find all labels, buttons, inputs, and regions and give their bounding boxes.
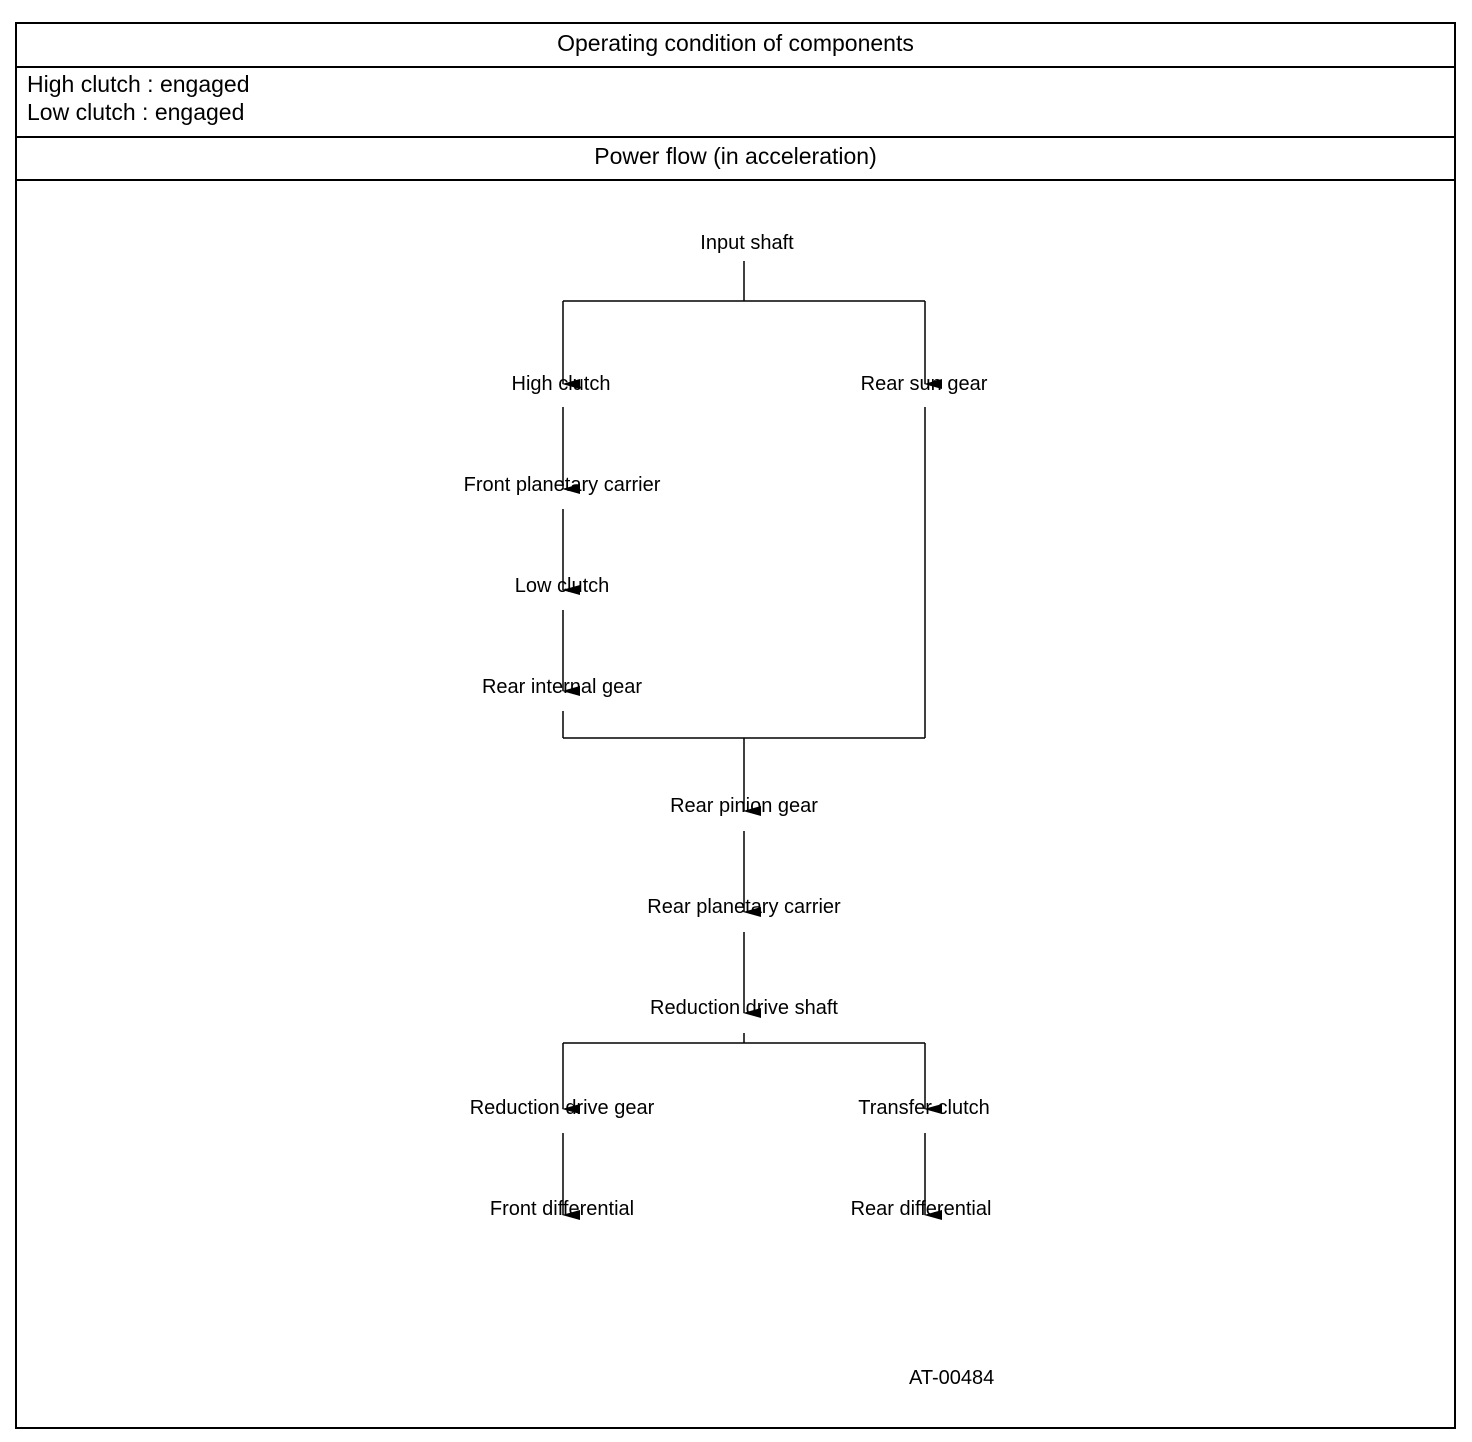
node-front-differential: Front differential xyxy=(489,1198,635,1220)
condition-high-clutch: High clutch : engaged xyxy=(27,71,250,97)
node-rear-internal-gear: Rear internal gear xyxy=(481,676,643,698)
node-front-planetary-carrier: Front planetary carrier xyxy=(463,474,661,496)
node-high-clutch: High clutch xyxy=(511,373,611,395)
node-transfer-clutch: Transfer clutch xyxy=(858,1097,990,1119)
components-title-text: Operating condition of components xyxy=(557,30,914,56)
node-low-clutch: Low clutch xyxy=(514,575,610,597)
node-rear-planetary-carrier: Rear planetary carrier xyxy=(647,896,841,918)
components-title: Operating condition of components xyxy=(17,24,1454,68)
condition-low-clutch: Low clutch : engaged xyxy=(27,99,245,125)
flow-connectors xyxy=(562,261,942,1220)
figure-id: AT-00484 xyxy=(909,1367,995,1389)
operating-conditions: High clutch : engaged Low clutch : engag… xyxy=(17,68,1454,138)
power-flow-title-text: Power flow (in acceleration) xyxy=(594,143,877,169)
node-input-shaft: Input shaft xyxy=(700,232,794,254)
power-flow-title: Power flow (in acceleration) xyxy=(17,138,1454,181)
node-reduction-drive-gear: Reduction drive gear xyxy=(469,1097,655,1119)
power-flow-diagram: Input shaft High clutch Rear sun gear Fr… xyxy=(17,181,1454,1427)
node-reduction-drive-shaft: Reduction drive shaft xyxy=(650,997,838,1019)
node-rear-sun-gear: Rear sun gear xyxy=(860,373,988,395)
node-rear-pinion-gear: Rear pinion gear xyxy=(670,795,818,817)
diagram-frame: Operating condition of components High c… xyxy=(15,22,1456,1429)
node-rear-differential: Rear differential xyxy=(850,1198,992,1220)
